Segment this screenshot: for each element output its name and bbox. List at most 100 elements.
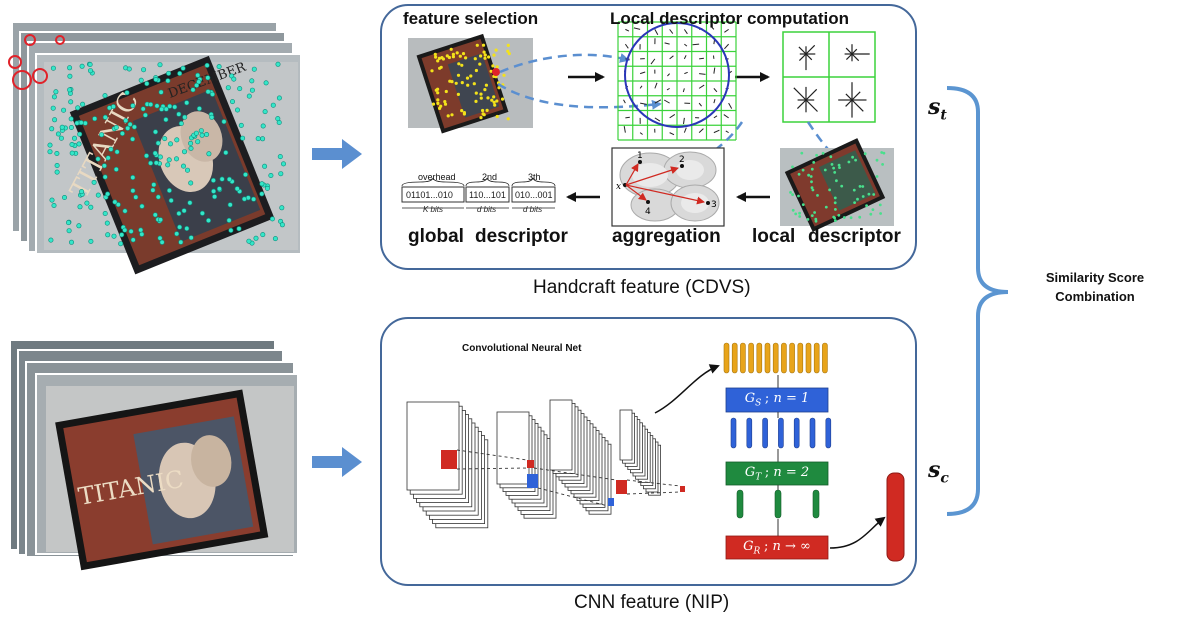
keypoint bbox=[47, 142, 53, 148]
dashed-arrow-1 bbox=[499, 53, 630, 74]
agg-label-4: 4 bbox=[645, 207, 651, 217]
keypoint bbox=[223, 150, 229, 156]
label-descriptor-local: descriptor bbox=[808, 226, 901, 247]
keypoint bbox=[174, 231, 180, 237]
keypoint bbox=[177, 224, 183, 230]
keypoint bbox=[241, 196, 247, 202]
pooled-bar bbox=[730, 417, 737, 449]
keypoint bbox=[82, 120, 88, 126]
gd-bits-1: K bits bbox=[423, 205, 443, 214]
label-local: local bbox=[752, 226, 796, 247]
keypoint bbox=[811, 188, 815, 192]
keypoint bbox=[102, 211, 108, 217]
keypoint bbox=[449, 47, 453, 51]
pooled-bar bbox=[793, 417, 800, 449]
keypoint bbox=[479, 96, 483, 100]
keypoint bbox=[206, 218, 212, 224]
keypoint bbox=[178, 239, 184, 245]
keypoint bbox=[861, 195, 865, 198]
keypoint bbox=[67, 87, 73, 93]
keypoint bbox=[495, 65, 499, 69]
gd-header-2nd: 2nd bbox=[482, 172, 497, 182]
keypoint bbox=[174, 156, 180, 162]
keypoint bbox=[858, 185, 862, 188]
keypoint bbox=[456, 92, 460, 96]
keypoint bbox=[141, 67, 147, 73]
keypoint bbox=[481, 108, 485, 113]
keypoint bbox=[166, 157, 172, 163]
keypoint bbox=[119, 232, 125, 238]
keypoint bbox=[871, 208, 875, 212]
keypoint bbox=[277, 154, 283, 160]
keypoint bbox=[801, 168, 805, 172]
keypoint bbox=[437, 56, 441, 61]
final-feature-bar bbox=[886, 472, 905, 562]
keypoint bbox=[464, 56, 468, 60]
keypoint bbox=[61, 107, 67, 113]
keypoint bbox=[87, 61, 93, 67]
keypoint bbox=[130, 188, 136, 194]
keypoint bbox=[101, 163, 107, 169]
keypoint bbox=[113, 125, 119, 131]
keypoint bbox=[842, 216, 846, 219]
keypoint bbox=[216, 186, 222, 192]
keypoint bbox=[815, 153, 818, 157]
keypoint bbox=[181, 208, 187, 214]
feature-bar bbox=[764, 342, 771, 374]
keypoint bbox=[165, 162, 171, 168]
score-st-base: s bbox=[928, 94, 941, 120]
keypoint bbox=[144, 81, 150, 87]
keypoint bbox=[829, 155, 833, 159]
keypoint bbox=[112, 199, 118, 205]
pooled-bar bbox=[778, 417, 784, 449]
keypoint bbox=[458, 54, 462, 58]
cnn-caption: CNN feature (NIP) bbox=[574, 592, 730, 613]
keypoint bbox=[105, 155, 111, 161]
keypoint bbox=[225, 85, 231, 91]
score-sc-sub: c bbox=[940, 470, 949, 487]
combination-label: Similarity Score Combination bbox=[1030, 268, 1160, 306]
keypoint bbox=[497, 86, 501, 90]
keypoint bbox=[434, 88, 438, 92]
keypoint bbox=[837, 213, 841, 217]
keypoint bbox=[226, 217, 232, 223]
keypoint bbox=[262, 109, 268, 115]
keypoint bbox=[61, 195, 67, 201]
keypoint bbox=[230, 99, 236, 105]
keypoint bbox=[492, 100, 496, 104]
keypoint bbox=[51, 203, 57, 209]
pooled-bar bbox=[812, 489, 820, 519]
keypoint bbox=[105, 191, 111, 197]
keypoint bbox=[199, 210, 205, 216]
keypoint bbox=[157, 154, 163, 160]
keypoint bbox=[148, 160, 154, 166]
feature-bar bbox=[822, 342, 828, 374]
pooled-bar bbox=[825, 417, 832, 449]
label-cnn-net: Convolutional Neural Net bbox=[462, 343, 582, 354]
pool-s-n: n = 1 bbox=[773, 391, 810, 406]
keypoint bbox=[863, 152, 867, 156]
keypoint bbox=[436, 98, 440, 102]
keypoint bbox=[91, 179, 97, 185]
keypoint bbox=[837, 163, 841, 167]
keypoint bbox=[153, 77, 159, 83]
keypoint bbox=[824, 205, 828, 209]
keypoint bbox=[875, 158, 879, 162]
keypoint bbox=[163, 117, 169, 123]
keypoint bbox=[251, 196, 257, 202]
keypoint bbox=[832, 215, 836, 219]
agg-label-2: 2 bbox=[679, 155, 685, 165]
keypoint bbox=[813, 211, 816, 214]
keypoint bbox=[59, 124, 65, 130]
keypoint bbox=[80, 101, 86, 107]
keypoint bbox=[506, 43, 510, 48]
keypoint bbox=[119, 131, 125, 137]
keypoint bbox=[858, 215, 862, 219]
cnn-patch-red-4 bbox=[680, 486, 685, 492]
keypoint bbox=[99, 132, 105, 138]
keypoint bbox=[123, 118, 129, 124]
feature-selection-image bbox=[408, 33, 533, 134]
gd-cell-1: 01101...010 bbox=[406, 190, 453, 200]
keypoint bbox=[260, 232, 266, 238]
